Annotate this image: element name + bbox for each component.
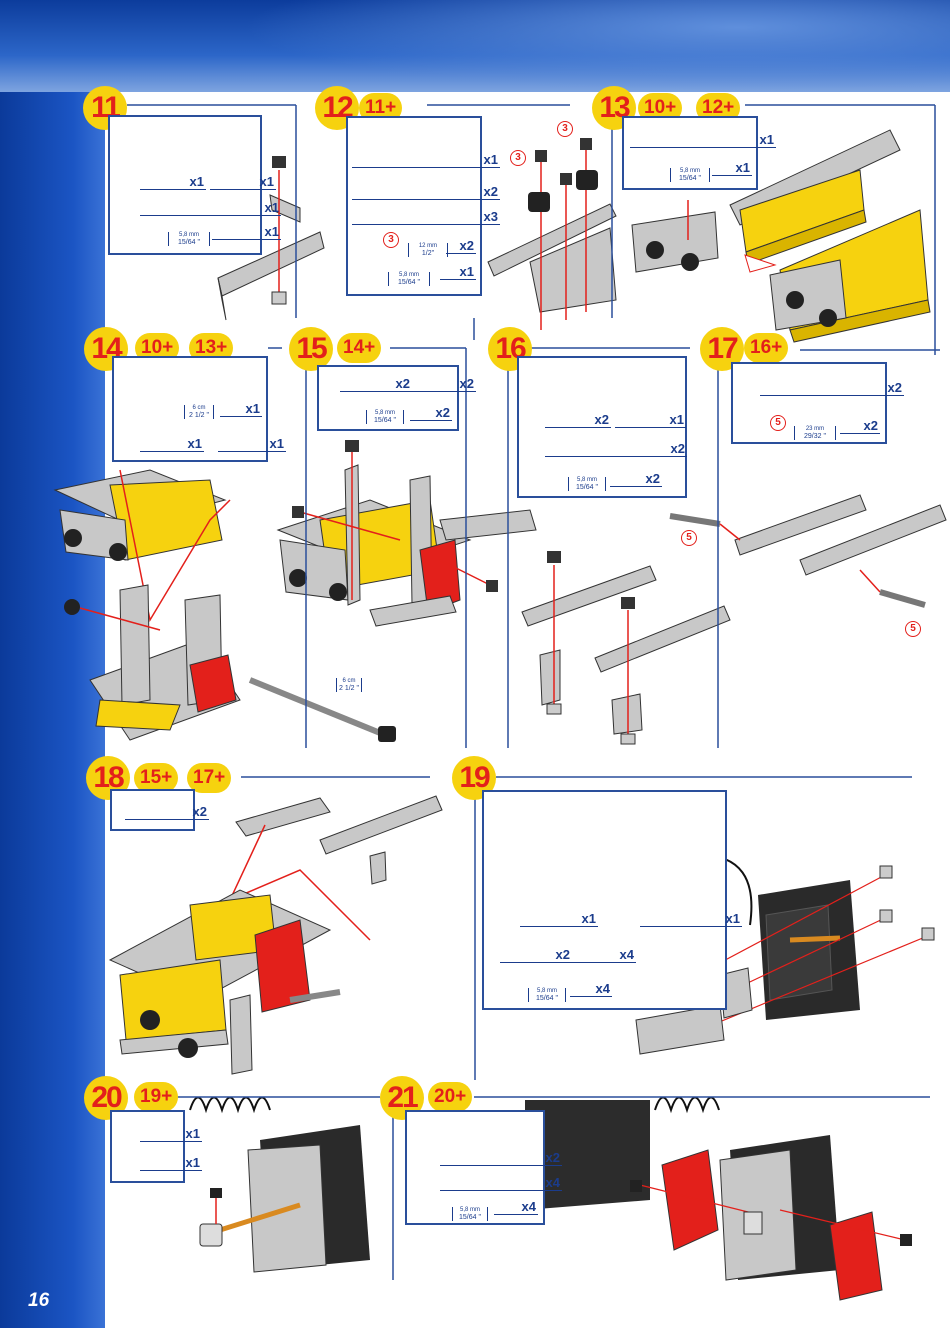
qty: x2 bbox=[545, 441, 687, 457]
qty: x1 bbox=[615, 412, 686, 428]
step-number: 14 bbox=[84, 327, 128, 371]
prev-step-ref: 15+ bbox=[134, 763, 179, 793]
prev-step-ref: 19+ bbox=[134, 1082, 179, 1112]
qty: x2 bbox=[545, 412, 611, 428]
qty: x1 bbox=[712, 160, 752, 176]
parts-list-box bbox=[482, 790, 727, 1010]
step-number: 15 bbox=[289, 327, 333, 371]
qty: x2 bbox=[840, 418, 880, 434]
qty: x1 bbox=[520, 911, 598, 927]
qty: x2 bbox=[125, 804, 209, 820]
screw-length-marker: 5 bbox=[770, 415, 786, 431]
qty: x4 bbox=[440, 1175, 562, 1191]
qty: x4 bbox=[572, 947, 636, 963]
prev-step-ref: 17+ bbox=[187, 763, 232, 793]
qty: x1 bbox=[630, 132, 776, 148]
parts-list-box bbox=[346, 116, 482, 296]
qty: x2 bbox=[760, 380, 904, 396]
screw-length-marker: 5 bbox=[681, 530, 697, 546]
step17-drawing bbox=[669, 494, 947, 608]
parts-list-box bbox=[108, 115, 262, 255]
qty: x1 bbox=[212, 224, 281, 240]
qty: x2 bbox=[408, 376, 476, 392]
screw-length-marker: 3 bbox=[510, 150, 526, 166]
parts-list-box bbox=[405, 1110, 545, 1225]
step11-drawing bbox=[217, 156, 325, 321]
step-number: 19 bbox=[452, 756, 496, 800]
top-blue-band bbox=[0, 0, 950, 92]
qty: x3 bbox=[352, 209, 500, 225]
screw-length-marker: 3 bbox=[383, 232, 399, 248]
parts-list-box bbox=[622, 116, 758, 190]
qty: x1 bbox=[140, 200, 281, 216]
page-number: 16 bbox=[28, 1290, 50, 1311]
screw-length-marker: 3 bbox=[557, 121, 573, 137]
qty: x1 bbox=[640, 911, 742, 927]
qty: x1 bbox=[140, 436, 204, 452]
qty: x2 bbox=[610, 471, 662, 487]
qty: x2 bbox=[352, 184, 500, 200]
step14-drawing bbox=[53, 469, 396, 742]
prev-step-ref: 14+ bbox=[337, 333, 382, 363]
qty: x2 bbox=[500, 947, 572, 963]
qty: x2 bbox=[446, 238, 476, 254]
step18-drawing bbox=[108, 795, 443, 1075]
step21-drawing bbox=[525, 1096, 912, 1301]
step16-drawing bbox=[521, 551, 731, 745]
qty: x1 bbox=[140, 174, 206, 190]
qty: x1 bbox=[220, 401, 262, 417]
step15-drawing bbox=[276, 440, 537, 627]
step12-drawing bbox=[487, 138, 617, 330]
qty: x1 bbox=[218, 436, 286, 452]
parts-list-box bbox=[110, 1110, 185, 1183]
prev-step-ref: 20+ bbox=[428, 1082, 473, 1112]
parts-list-box bbox=[112, 356, 268, 462]
qty: x2 bbox=[340, 376, 412, 392]
frame-lines bbox=[127, 104, 940, 1280]
qty: x2 bbox=[440, 1150, 562, 1166]
qty: x4 bbox=[570, 981, 612, 997]
qty: x2 bbox=[410, 405, 452, 421]
screw-length-marker: 5 bbox=[905, 621, 921, 637]
qty: x1 bbox=[210, 174, 276, 190]
parts-list-box bbox=[731, 362, 887, 444]
step-number: 18 bbox=[86, 756, 130, 800]
prev-step-ref: 16+ bbox=[744, 333, 789, 363]
parts-list-box bbox=[110, 789, 195, 831]
qty: x1 bbox=[440, 264, 476, 280]
qty: x1 bbox=[140, 1155, 202, 1171]
qty: x1 bbox=[352, 152, 500, 168]
qty: x4 bbox=[494, 1199, 538, 1215]
step13-drawing bbox=[631, 129, 931, 343]
step20-drawing bbox=[189, 1096, 370, 1273]
qty: x1 bbox=[140, 1126, 202, 1142]
